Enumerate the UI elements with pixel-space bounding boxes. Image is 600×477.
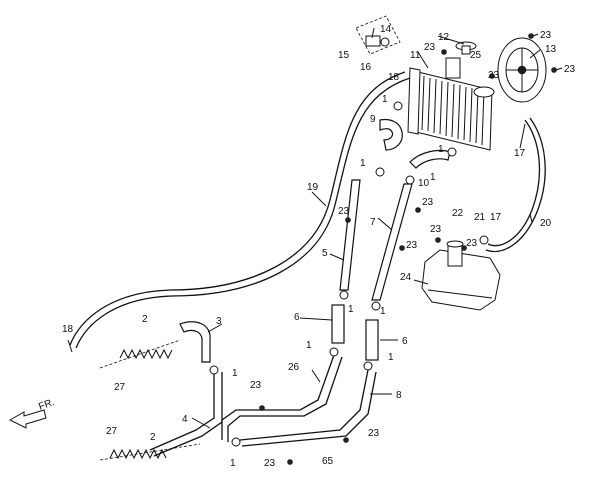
part-label-8: 8	[396, 390, 402, 401]
coolant-reservoir	[421, 240, 501, 311]
part-label-4: 4	[182, 414, 188, 425]
pipe-8	[239, 369, 377, 447]
part-label-1: 1	[382, 94, 388, 105]
pipe-4	[149, 372, 223, 457]
part-label-65: 65	[322, 456, 334, 467]
part-label-21: 21	[474, 212, 486, 223]
part-label-23: 23	[368, 428, 380, 439]
part-label-17: 17	[514, 148, 526, 159]
part-label-1: 1	[380, 306, 386, 317]
hose-6-left	[331, 304, 345, 344]
part-label-23: 23	[406, 240, 418, 251]
front-direction-label: FR.	[37, 397, 56, 413]
part-label-9: 9	[370, 114, 376, 125]
hose-end-18-lower	[67, 339, 73, 353]
part-label-1: 1	[438, 144, 444, 155]
part-label-23: 23	[424, 42, 436, 53]
radiator-cap	[455, 41, 477, 55]
part-label-3: 3	[216, 316, 222, 327]
part-label-1: 1	[430, 172, 436, 183]
part-label-24: 24	[400, 272, 412, 283]
part-label-16: 16	[360, 62, 372, 73]
leader-lines	[191, 27, 563, 429]
part-label-2: 2	[142, 314, 148, 325]
part-label-14: 14	[380, 24, 392, 35]
part-label-23: 23	[488, 70, 500, 81]
hose-9	[379, 118, 403, 151]
part-label-5: 5	[322, 248, 328, 259]
clamps	[209, 101, 489, 447]
radiator	[407, 57, 495, 151]
part-label-1: 1	[388, 352, 394, 363]
part-label-1: 1	[232, 368, 238, 379]
fan-assembly	[497, 37, 547, 103]
part-label-10: 10	[418, 178, 430, 189]
part-label-19: 19	[307, 182, 319, 193]
part-label-23: 23	[422, 197, 434, 208]
part-label-20: 20	[540, 218, 552, 229]
part-label-11: 11	[410, 50, 421, 61]
part-labels: 14 15 16 12 23 25 11 23 13 23 23 18 1 9 …	[37, 24, 575, 469]
part-label-27: 27	[114, 382, 126, 393]
hose-6-right	[365, 319, 379, 361]
part-label-26: 26	[288, 362, 300, 373]
hose-3	[179, 321, 211, 363]
bolts-23	[259, 33, 557, 465]
spring-2-upper	[99, 339, 181, 369]
hose-10	[409, 149, 451, 169]
part-label-13: 13	[545, 44, 557, 55]
part-label-15: 15	[338, 50, 350, 61]
part-label-12: 12	[438, 32, 450, 43]
spring-2-lower	[99, 443, 201, 461]
part-label-23: 23	[466, 238, 478, 249]
part-label-1: 1	[230, 458, 236, 469]
part-label-23: 23	[264, 458, 276, 469]
hose-20	[485, 117, 546, 252]
part-label-18: 18	[388, 72, 400, 83]
part-label-23: 23	[250, 380, 262, 391]
thermo-switch	[355, 15, 401, 55]
part-label-1: 1	[360, 158, 366, 169]
part-label-23: 23	[430, 224, 442, 235]
part-label-23: 23	[564, 64, 576, 75]
part-label-23: 23	[338, 206, 350, 217]
part-label-2: 2	[150, 432, 156, 443]
part-label-27: 27	[106, 426, 118, 437]
pipe-5	[339, 179, 361, 291]
part-label-1: 1	[306, 340, 312, 351]
overflow-hose-19	[69, 71, 411, 349]
part-label-6: 6	[294, 312, 300, 323]
part-label-1: 1	[348, 304, 354, 315]
part-label-22: 22	[452, 208, 464, 219]
pipe-26	[221, 354, 343, 442]
part-label-6: 6	[402, 336, 408, 347]
part-label-18: 18	[62, 324, 74, 335]
part-label-7: 7	[370, 217, 376, 228]
part-label-17: 17	[490, 212, 502, 223]
front-direction-arrow	[8, 409, 47, 429]
part-label-25: 25	[470, 50, 482, 61]
part-label-23: 23	[540, 30, 552, 41]
